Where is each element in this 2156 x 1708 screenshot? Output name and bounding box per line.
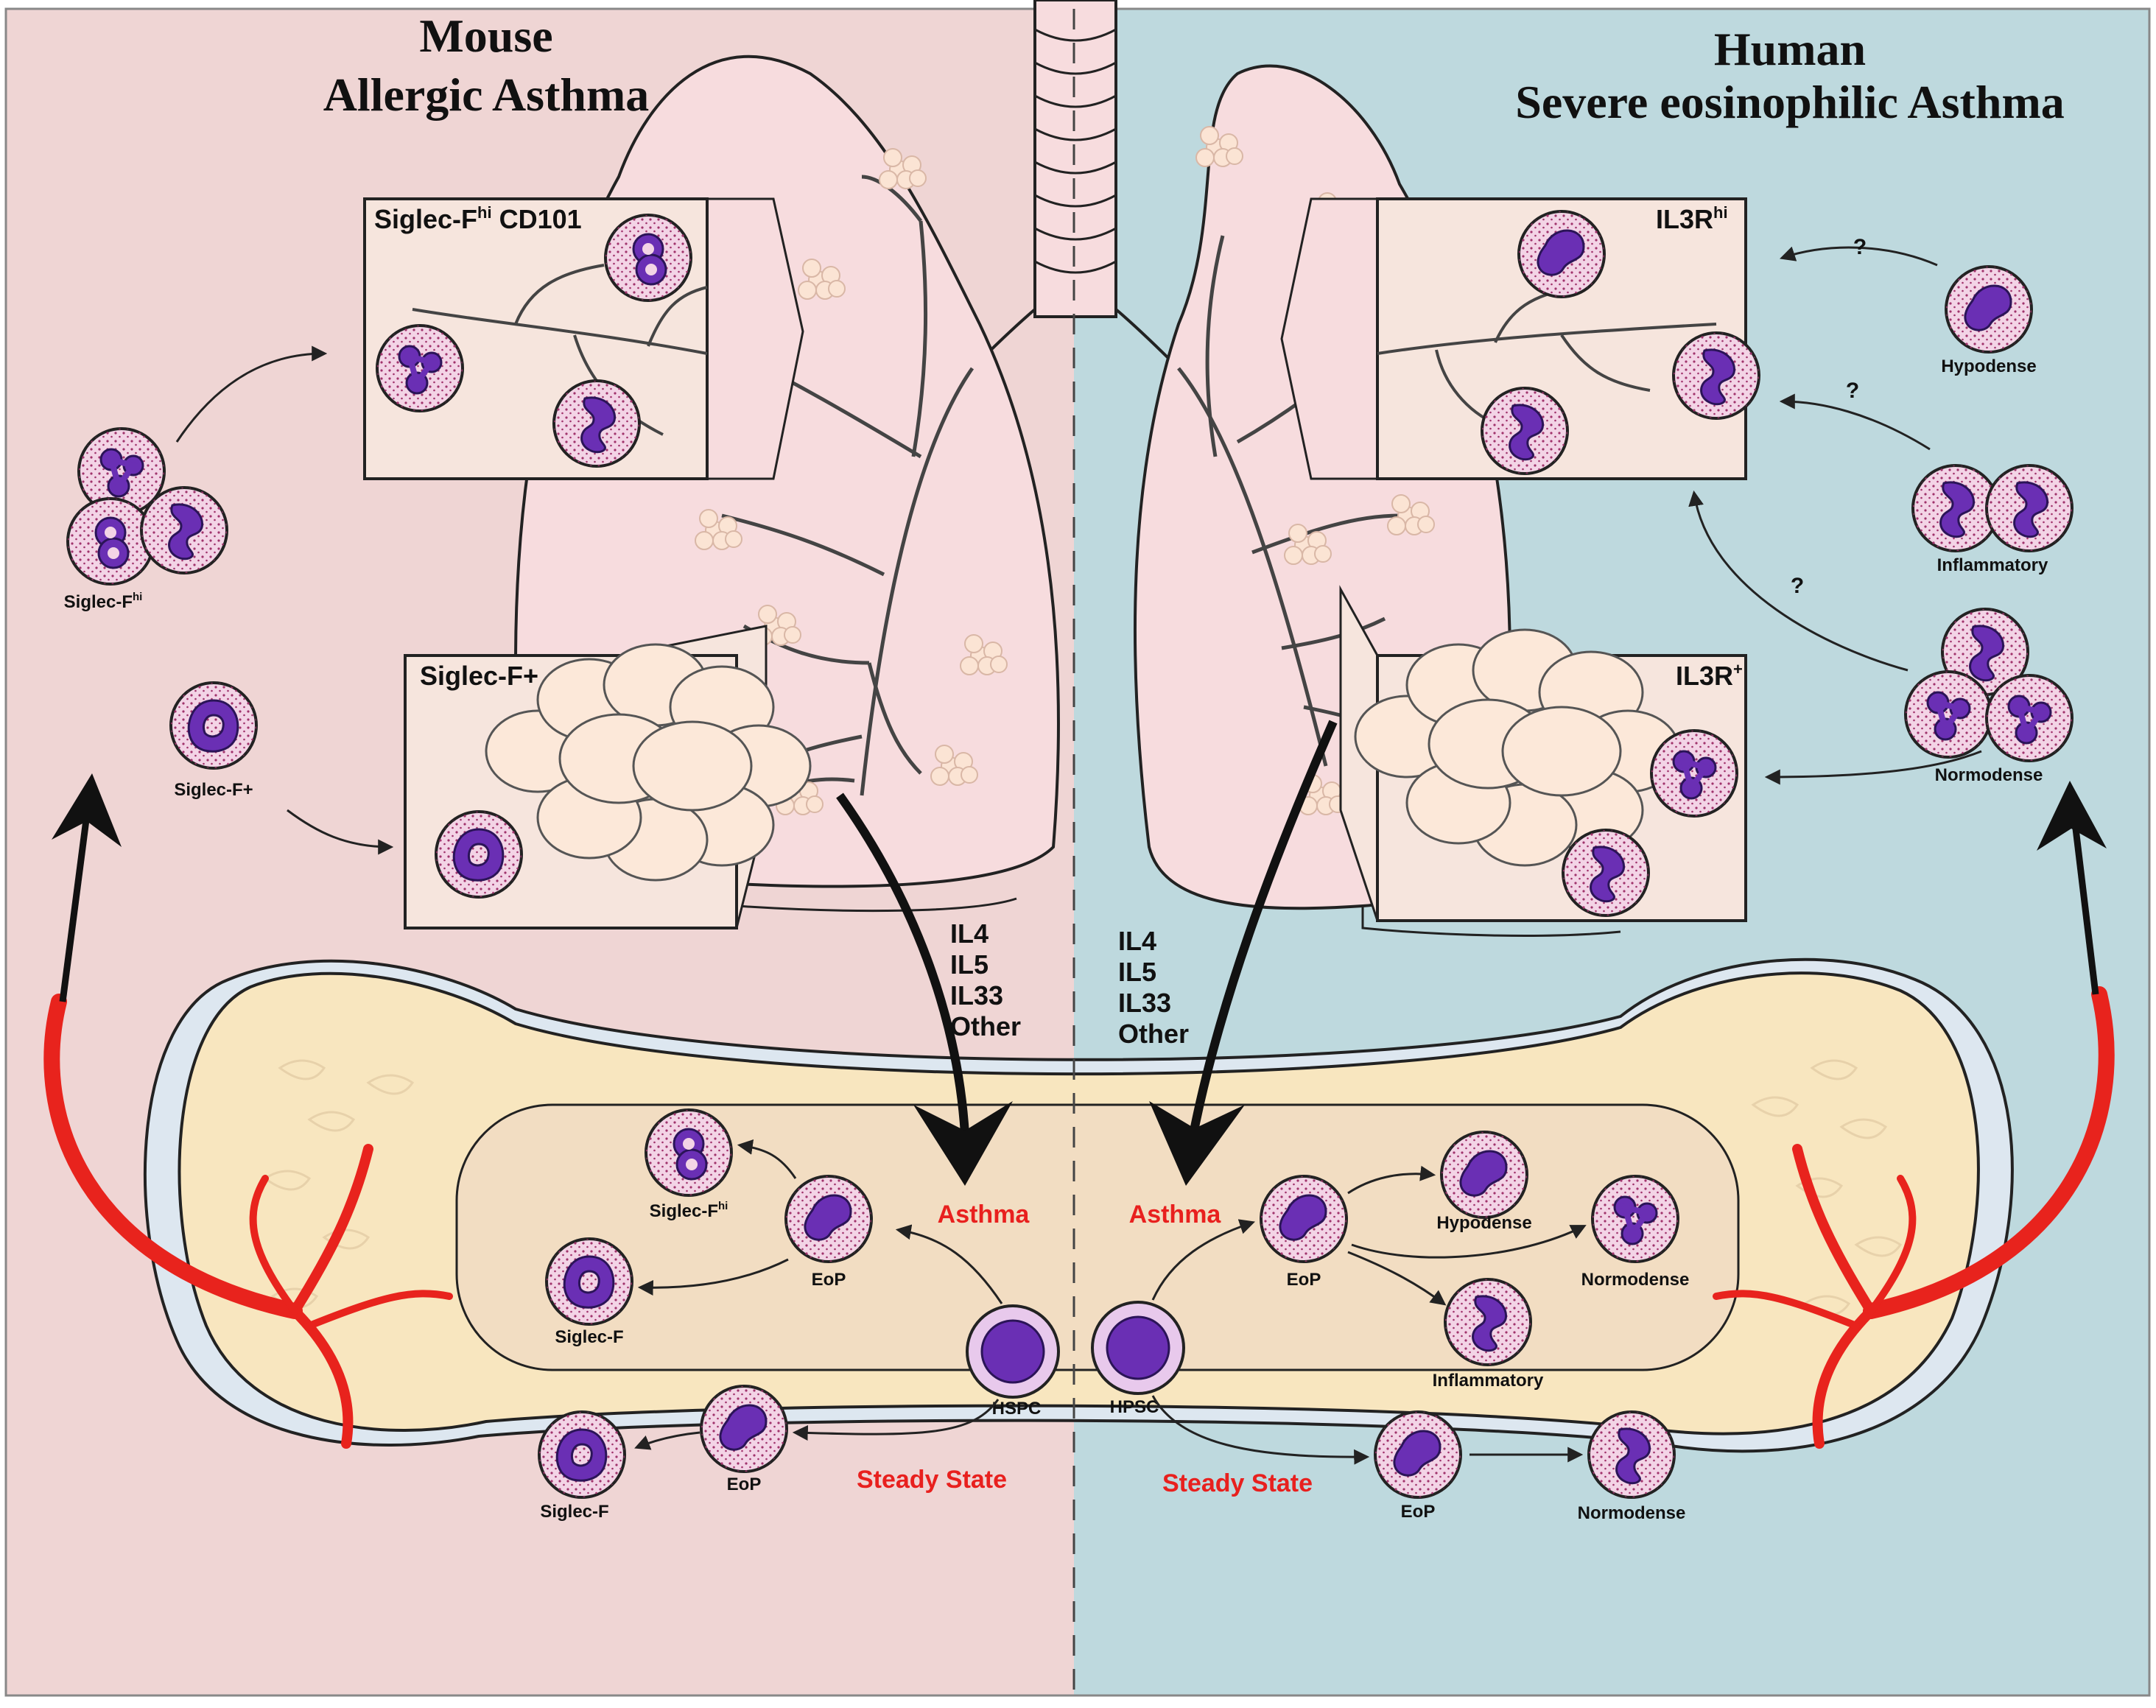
mouse-siglec-f1-label: Siglec-F [555, 1327, 623, 1347]
question-mark-1: ? [1853, 235, 1867, 259]
arrow-head-left [52, 773, 122, 847]
human-title-line1: Human [1714, 23, 1866, 75]
human-marrow-lineage: Asthma Steady State HPSC EoP Hypodense N… [1091, 1131, 1690, 1523]
cytokine-right-4: Other [1118, 1019, 1189, 1049]
mouse-steady-label: Steady State [857, 1466, 1007, 1494]
human-title-line2: Severe eosinophilic Asthma [1515, 76, 2065, 128]
mouse-siglecf-plus-cell: Siglec-F+ [169, 681, 258, 800]
box-label-siglecf: Siglec-F [374, 204, 477, 234]
cluster-label: Siglec-F [64, 592, 133, 612]
mouse-title-line1: Mouse [419, 10, 552, 62]
cytokine-right-1: IL4 [1118, 926, 1156, 956]
svg-text:Siglec-Fhi CD101: Siglec-Fhi CD101 [374, 203, 582, 234]
question-mark-3: ? [1791, 574, 1804, 598]
mouse-box-siglecf-hi-cd101: Siglec-Fhi CD101 [363, 197, 804, 480]
cytokine-left-4: Other [950, 1011, 1021, 1041]
cytokine-left-2: IL5 [950, 949, 989, 980]
bone [143, 957, 2014, 1453]
human-normodense2-label: Normodense [1578, 1503, 1686, 1523]
arrow-shaft-right [2070, 809, 2099, 995]
blood-vessel-left [43, 994, 453, 1449]
cytokine-right-3: IL33 [1118, 988, 1171, 1018]
inflammatory-label: Inflammatory [1937, 555, 2048, 575]
box-label-siglecf-plus: Siglec-F+ [420, 661, 538, 691]
human-inflammatory-label: Inflammatory [1433, 1371, 1544, 1391]
svg-text:Siglec-Fhi: Siglec-Fhi [650, 1200, 728, 1221]
arrow-lung-to-marrow-left [836, 793, 969, 1135]
box-label-il3r-plus-sup: + [1733, 660, 1743, 678]
human-inflammatory-cells: Inflammatory [1911, 464, 2074, 575]
human-normodense-cells: Normodense [1906, 608, 2072, 785]
svg-text:IL3Rhi: IL3Rhi [1656, 203, 1728, 234]
svg-text:Siglec-Fhi: Siglec-Fhi [64, 591, 143, 612]
mouse-siglec-hi-label: Siglec-F [650, 1201, 718, 1221]
box-label-sup-hi: hi [477, 203, 492, 222]
cytokine-left-3: IL33 [950, 980, 1003, 1011]
mouse-eop2-label: EoP [727, 1475, 762, 1494]
cluster-label-sup: hi [133, 591, 142, 603]
arrow-cluster-to-box [175, 345, 328, 443]
human-eop1-label: EoP [1287, 1270, 1321, 1290]
box-label-cd101: CD101 [492, 204, 582, 234]
mouse-asthma-label: Asthma [938, 1201, 1030, 1229]
trachea [971, 0, 1180, 370]
hypodense-label: Hypodense [1941, 356, 2036, 376]
arrow-lung-to-marrow-right [1189, 720, 1338, 1136]
arrow-single-to-box [287, 809, 394, 855]
mouse-eop1-label: EoP [812, 1270, 846, 1290]
human-steady-label: Steady State [1162, 1469, 1313, 1497]
arrow-head-right [2037, 781, 2107, 851]
mouse-siglec-hi-sup: hi [718, 1200, 728, 1212]
question-mark-2: ? [1846, 379, 1859, 403]
hpsc-label: HPSC [1110, 1397, 1159, 1417]
human-eop2-label: EoP [1401, 1502, 1436, 1522]
cytokines-right: IL4 IL5 IL33 Other [1118, 926, 1189, 1049]
arrow-inflammatory-to-box [1779, 393, 1931, 451]
cytokine-right-2: IL5 [1118, 957, 1156, 987]
mouse-siglecf-hi-cluster: Siglec-Fhi [64, 429, 228, 612]
cytokine-left-1: IL4 [950, 918, 989, 949]
svg-text:IL3R+: IL3R+ [1676, 660, 1743, 691]
box-label-il3r: IL3R [1656, 204, 1713, 234]
arrow-shaft-left [59, 802, 92, 1002]
human-box-il3r-plus: IL3R+ [1339, 585, 1747, 922]
arrow-normodense-to-top-box [1688, 490, 1909, 672]
mouse-box-siglecf-plus: Siglec-F+ [404, 625, 812, 929]
human-hypodense-label: Hypodense [1436, 1213, 1531, 1233]
mouse-marrow-lineage: Asthma Steady State HSPC EoP Siglec-Fhi … [538, 1108, 1060, 1522]
normodense-label: Normodense [1935, 765, 2043, 785]
box-label-il3r-plus: IL3R [1676, 661, 1733, 691]
human-box-il3r-hi: IL3Rhi [1280, 197, 1760, 480]
hspc-label: HSPC [992, 1399, 1042, 1419]
human-hypodense-cell: Hypodense [1941, 265, 2037, 376]
single-cell-label: Siglec-F+ [174, 780, 253, 800]
human-asthma-label: Asthma [1129, 1201, 1222, 1229]
box-label-il3r-sup: hi [1713, 203, 1728, 222]
arrow-hypodense-to-box [1780, 246, 1938, 267]
arrow-normodense-to-bottom-box [1764, 750, 1982, 785]
cytokines-left: IL4 IL5 IL33 Other [950, 918, 1021, 1041]
human-normodense1-label: Normodense [1581, 1270, 1690, 1290]
mouse-siglec-f2-label: Siglec-F [540, 1502, 608, 1522]
blood-vessel-right [1713, 986, 2115, 1449]
mouse-title-line2: Allergic Asthma [323, 68, 650, 121]
